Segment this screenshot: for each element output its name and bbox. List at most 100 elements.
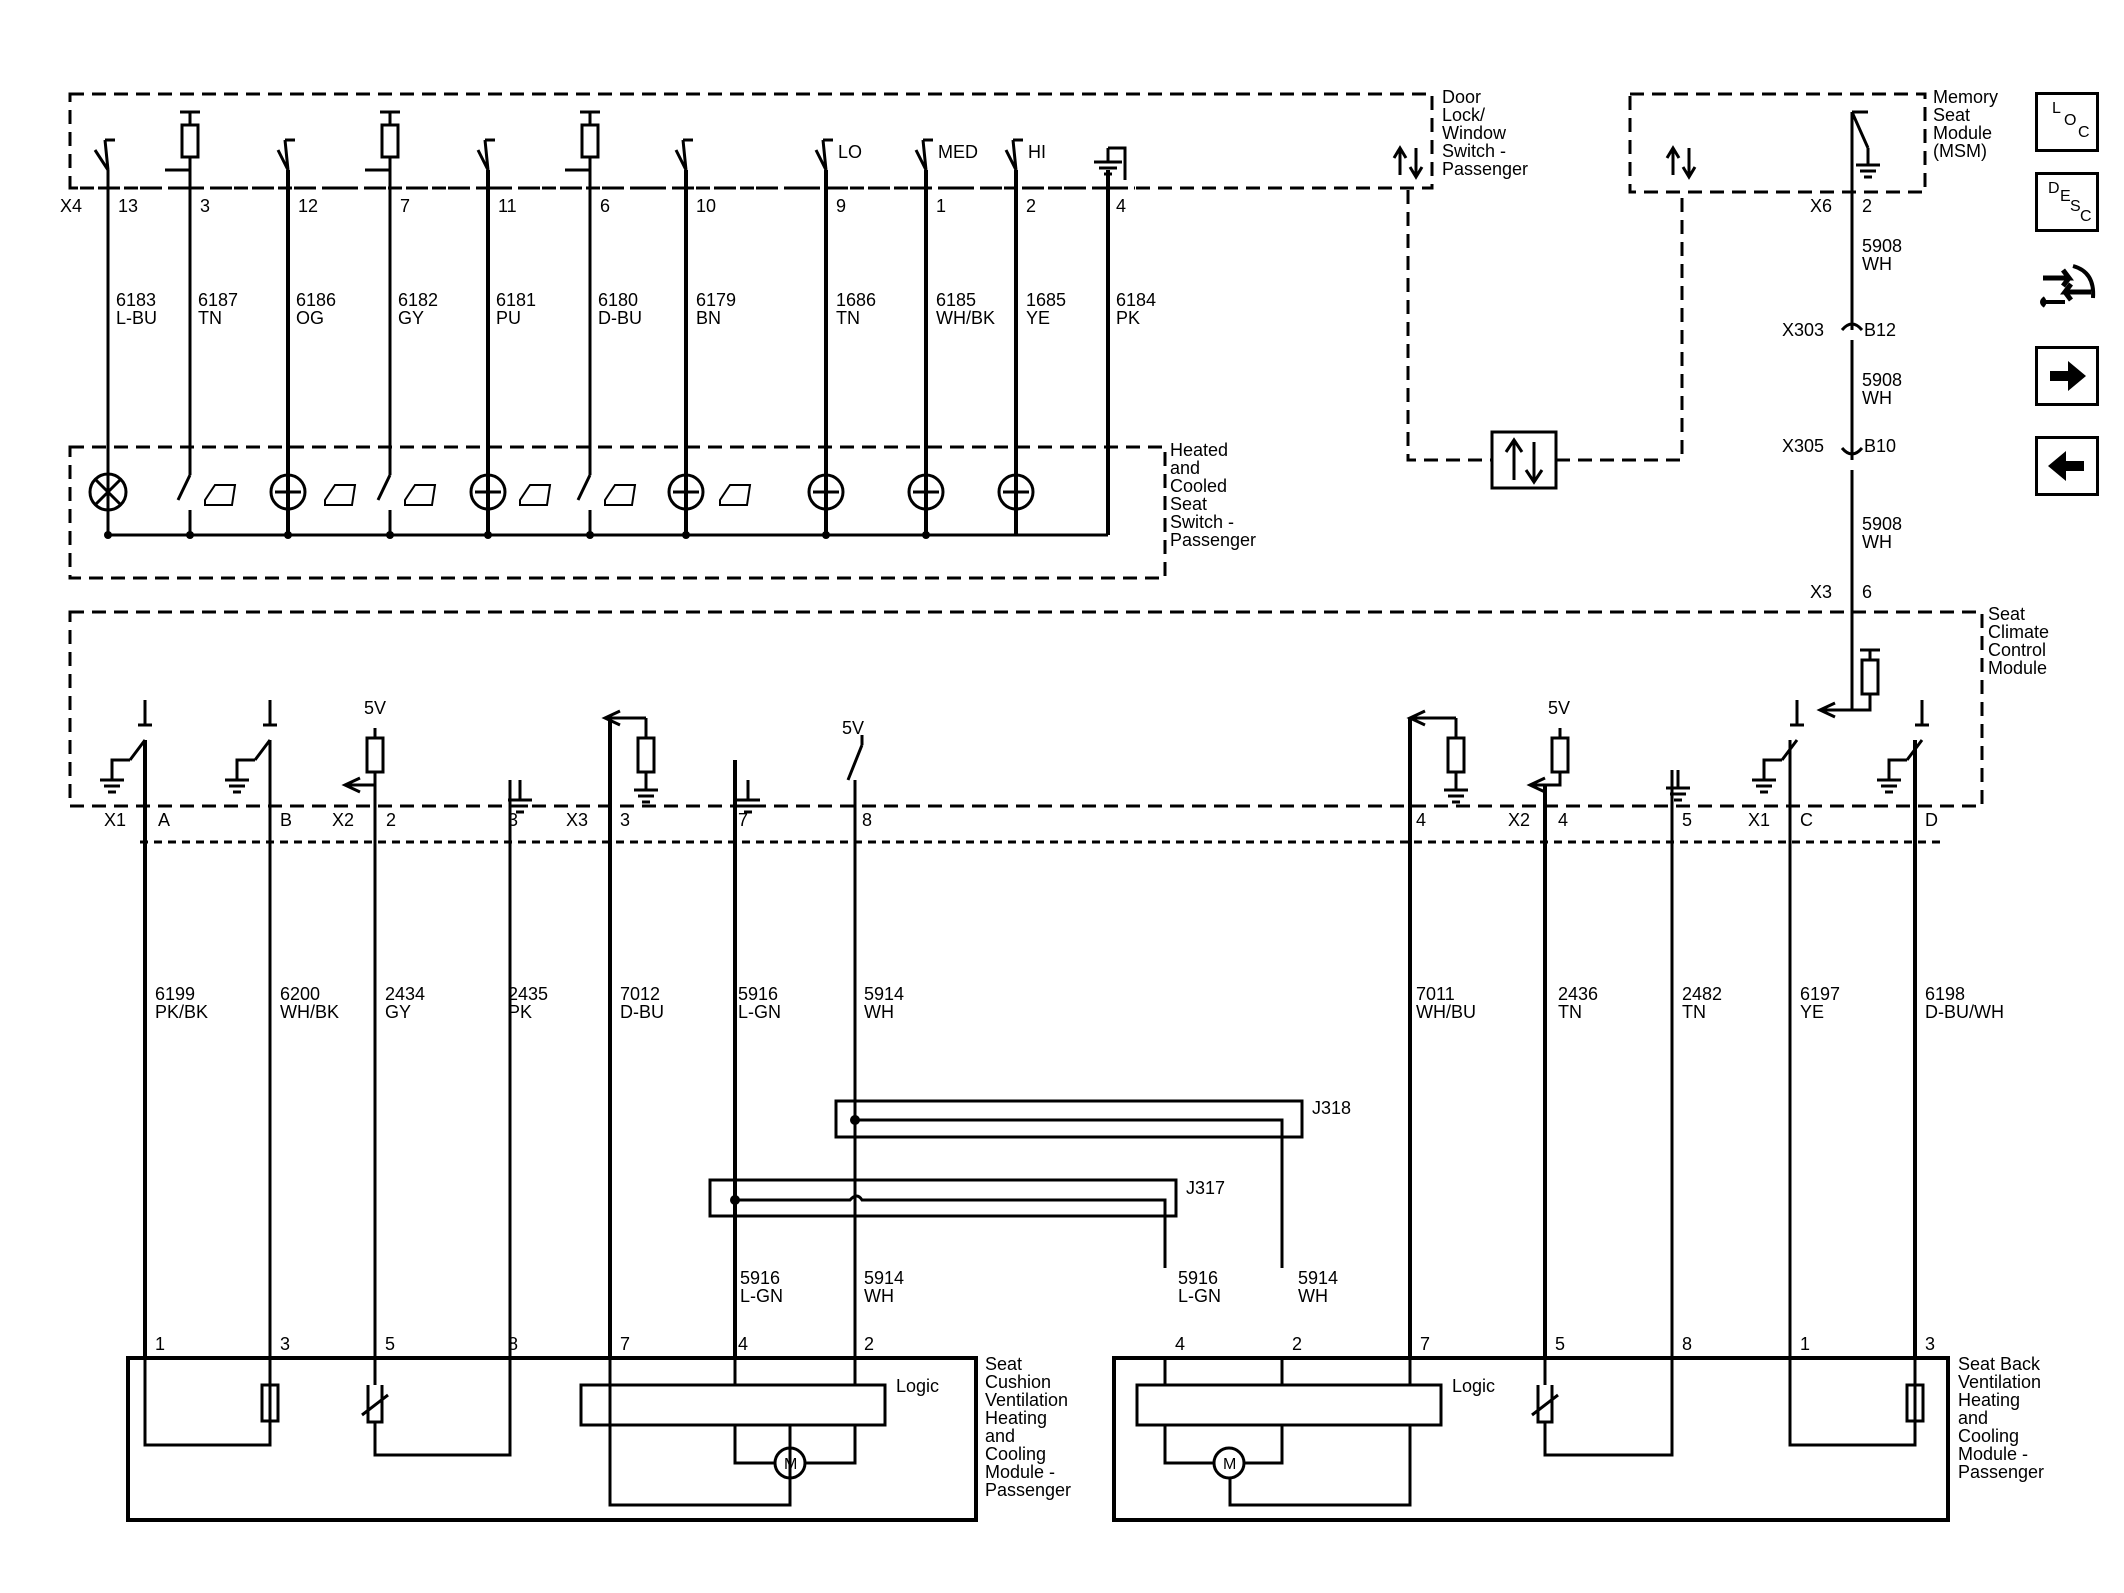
msm-internals xyxy=(1816,110,1880,719)
component-name-line: Cooling xyxy=(1958,1426,2019,1446)
wire-color: WH xyxy=(864,1286,894,1306)
circuit-number: 6185 xyxy=(936,290,976,310)
component-name-line: Heating xyxy=(1958,1390,2020,1410)
x4-pin: 13 xyxy=(118,196,138,216)
component-name-line: Seat xyxy=(985,1354,1022,1374)
module-pin: 7 xyxy=(1420,1334,1430,1354)
wire-color: WH xyxy=(1862,254,1892,274)
description-button[interactable]: D E S C xyxy=(2035,172,2099,232)
circuit-number: 6184 xyxy=(1116,290,1156,310)
desc-letter: E xyxy=(2060,188,2071,205)
circuit-number: 6181 xyxy=(496,290,536,310)
sccm-pin: D xyxy=(1925,810,1938,830)
component-name-line: Passenger xyxy=(985,1480,1071,1500)
module-pin: 4 xyxy=(1175,1334,1185,1354)
component-name-line: Module - xyxy=(985,1462,1055,1482)
desc-letter: D xyxy=(2048,180,2060,197)
wire-color: L-GN xyxy=(1178,1286,1221,1306)
desc-letter: S xyxy=(2070,198,2081,215)
component-name-line: Ventilation xyxy=(1958,1372,2041,1392)
component-name-line: Module xyxy=(1988,658,2047,678)
module-pin: 7 xyxy=(620,1334,630,1354)
service-tools-icon[interactable] xyxy=(2035,258,2099,322)
module-pin: 1 xyxy=(155,1334,165,1354)
supply-5v: 5V xyxy=(1548,698,1570,718)
sccm-pin: 4 xyxy=(1558,810,1568,830)
component-name-line: Switch - xyxy=(1442,141,1506,161)
circuit-number: 5908 xyxy=(1862,370,1902,390)
motor-label: M xyxy=(1223,1456,1236,1473)
component-name-line: Seat xyxy=(1988,604,2025,624)
top-switch-contacts xyxy=(93,138,1023,171)
wire-color: GY xyxy=(398,308,424,328)
supply-5v: 5V xyxy=(364,698,386,718)
circuit-number: 1685 xyxy=(1026,290,1066,310)
circuit-number: 6183 xyxy=(116,290,156,310)
circuit-number: 5916 xyxy=(738,984,778,1004)
wire-color: D-BU xyxy=(598,308,642,328)
next-page-button[interactable] xyxy=(2035,346,2099,406)
wire-color: L-BU xyxy=(116,308,157,328)
module-pin: 5 xyxy=(1555,1334,1565,1354)
supply-labels: 5V 5V 5V xyxy=(364,698,1570,738)
loc-letter: L xyxy=(2052,100,2061,117)
circuit-number: 6180 xyxy=(598,290,638,310)
loc-letter: C xyxy=(2078,124,2090,141)
component-name-line: Lock/ xyxy=(1442,105,1485,125)
component-name-line: Module xyxy=(1933,123,1992,143)
wire-color: WH xyxy=(864,1002,894,1022)
top-resistors xyxy=(165,110,600,172)
wire-color: OG xyxy=(296,308,324,328)
previous-page-button[interactable] xyxy=(2035,436,2099,496)
component-name-line: Window xyxy=(1442,123,1507,143)
desc-letter: C xyxy=(2080,208,2092,225)
wire-color: YE xyxy=(1800,1002,1824,1022)
top-ground xyxy=(1094,146,1127,180)
wire-color: L-GN xyxy=(738,1002,781,1022)
circuit-number: 6200 xyxy=(280,984,320,1004)
connector-x4-label: X4 xyxy=(60,196,82,216)
module-pin: 4 xyxy=(738,1334,748,1354)
bottom-wire-lines xyxy=(143,718,1917,1358)
inline-pin: B10 xyxy=(1864,436,1896,456)
wire-color: GY xyxy=(385,1002,411,1022)
x4-pin: 6 xyxy=(600,196,610,216)
wire-color: PU xyxy=(496,308,521,328)
wire-color: PK/BK xyxy=(155,1002,208,1022)
component-name-line: Passenger xyxy=(1958,1462,2044,1482)
module-pin: 5 xyxy=(385,1334,395,1354)
cushion-module-internals xyxy=(126,1356,978,1522)
back-module-internals xyxy=(1112,1356,1950,1522)
location-button[interactable]: L O C xyxy=(2035,92,2099,152)
door-switch-outline xyxy=(68,92,1434,190)
module-pin: 2 xyxy=(864,1334,874,1354)
component-name-line: Seat Back xyxy=(1958,1354,2041,1374)
component-name-line: Switch - xyxy=(1170,512,1234,532)
circuit-number: 6186 xyxy=(296,290,336,310)
connector-label: X2 xyxy=(1508,810,1530,830)
splice-blocks xyxy=(708,1099,1304,1358)
wire-color: TN xyxy=(198,308,222,328)
motor-label: M xyxy=(784,1456,797,1473)
msm-connector: X6 xyxy=(1810,196,1832,216)
circuit-number: 6197 xyxy=(1800,984,1840,1004)
msm-outline xyxy=(1628,92,1927,194)
circuit-number: 7012 xyxy=(620,984,660,1004)
wire-color: WH xyxy=(1862,532,1892,552)
inline-connector: X303 xyxy=(1782,320,1824,340)
x4-pin: 11 xyxy=(498,196,517,216)
component-name-line: Passenger xyxy=(1170,530,1256,550)
component-name-line: Ventilation xyxy=(985,1390,1068,1410)
sccm-outline xyxy=(68,610,1984,808)
wire-color: TN xyxy=(1682,1002,1706,1022)
wire-color: D-BU/WH xyxy=(1925,1002,2004,1022)
wire-color: BN xyxy=(696,308,721,328)
circuit-number: 5908 xyxy=(1862,236,1902,256)
module-pin: 3 xyxy=(1925,1334,1935,1354)
circuit-number: 7011 xyxy=(1416,984,1455,1004)
module-pin: 3 xyxy=(280,1334,290,1354)
